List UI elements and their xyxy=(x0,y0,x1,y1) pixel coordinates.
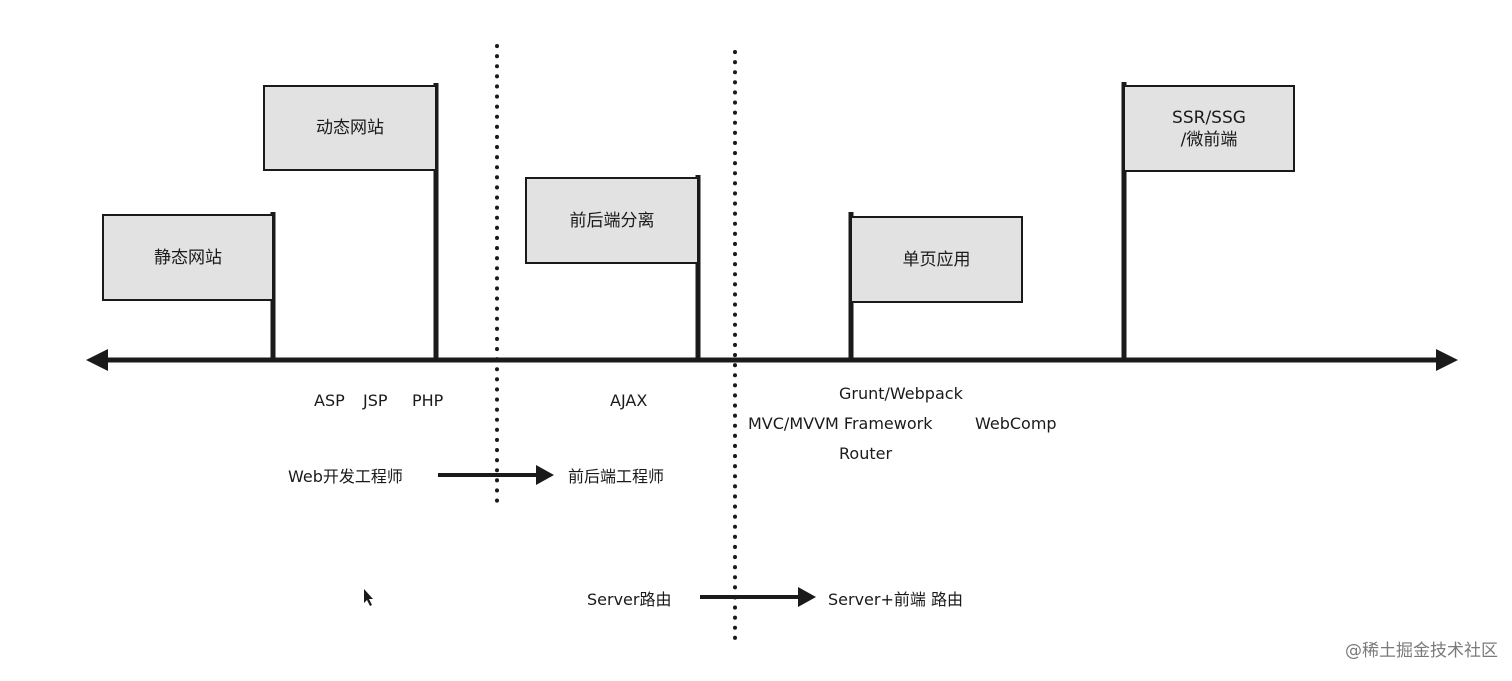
flag-separation-label: 前后端分离 xyxy=(569,210,655,231)
flag-ssr-ssg: SSR/SSG /微前端 xyxy=(1123,85,1295,172)
routing-transition-arrowhead xyxy=(798,587,816,607)
flag-static-site: 静态网站 xyxy=(102,214,274,301)
flag-dynamic-site-label: 动态网站 xyxy=(316,118,384,138)
watermark: @稀土掘金技术社区 xyxy=(1345,641,1498,661)
tech-ajax: AJAX xyxy=(610,391,648,410)
mouse-cursor-icon xyxy=(364,589,373,606)
flag-dynamic-site: 动态网站 xyxy=(263,85,437,171)
routing-server-frontend: Server+前端 路由 xyxy=(828,590,963,609)
tech-mvc-mvvm: MVC/MVVM Framework xyxy=(748,414,933,433)
flag-ssr-label: SSR/SSG /微前端 xyxy=(1172,107,1246,150)
tech-php: PHP xyxy=(412,391,444,410)
tech-asp: ASP xyxy=(314,391,345,410)
tech-jsp: JSP xyxy=(363,391,388,410)
role-transition-arrowhead xyxy=(536,465,554,485)
flag-single-page-app: 单页应用 xyxy=(850,216,1023,303)
flag-spa-label: 单页应用 xyxy=(902,249,971,270)
timeline-left-arrowhead xyxy=(86,349,108,371)
timeline-right-arrowhead xyxy=(1436,349,1458,371)
routing-server: Server路由 xyxy=(587,590,672,609)
flag-static-site-label: 静态网站 xyxy=(154,247,222,268)
role-frontend-backend-engineer: 前后端工程师 xyxy=(568,467,665,486)
flag-frontend-backend-separation: 前后端分离 xyxy=(525,177,699,264)
tech-grunt-webpack: Grunt/Webpack xyxy=(839,384,963,403)
tech-webcomp: WebComp xyxy=(975,414,1057,433)
role-web-engineer: Web开发工程师 xyxy=(288,467,403,486)
tech-router: Router xyxy=(839,444,893,463)
